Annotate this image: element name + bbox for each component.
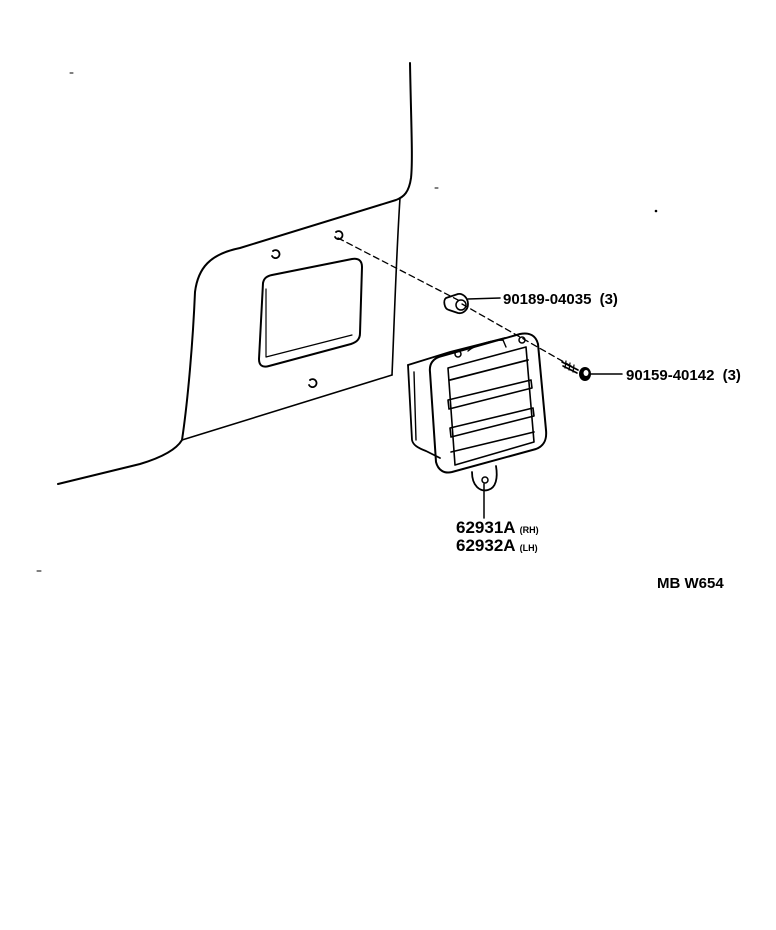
vent-duct-assembly [407, 332, 548, 519]
part-number-62932a: 62932A [456, 536, 515, 555]
part-label-62932a: 62932A (LH) [456, 536, 538, 555]
panel-vent-opening [258, 257, 363, 368]
screw-90159-40142 [561, 360, 623, 381]
part-number-90159: 90159-40142 [626, 367, 714, 384]
panel-clip-holes [271, 230, 344, 388]
clip-90189-04035 [443, 292, 501, 315]
scan-specks [36, 72, 658, 572]
body-panel [57, 62, 413, 485]
part-qty-90189: (3) [600, 291, 618, 308]
part-number-90189: 90189-04035 [503, 291, 591, 308]
part-qty-90159: (3) [723, 367, 741, 384]
part-labels: 90189-04035 (3) 90159-40142 (3) 62931A (… [456, 291, 741, 592]
part-suffix-rh: (RH) [520, 525, 539, 535]
part-number-62931a: 62931A [456, 518, 515, 537]
assembly-line [337, 237, 579, 371]
part-label-62931a: 62931A (RH) [456, 518, 539, 537]
part-label-90189: 90189-04035 (3) [503, 291, 618, 308]
part-suffix-lh: (LH) [520, 543, 538, 553]
part-label-90159: 90159-40142 (3) [626, 367, 741, 384]
diagram-code: MB W654 [657, 575, 724, 592]
